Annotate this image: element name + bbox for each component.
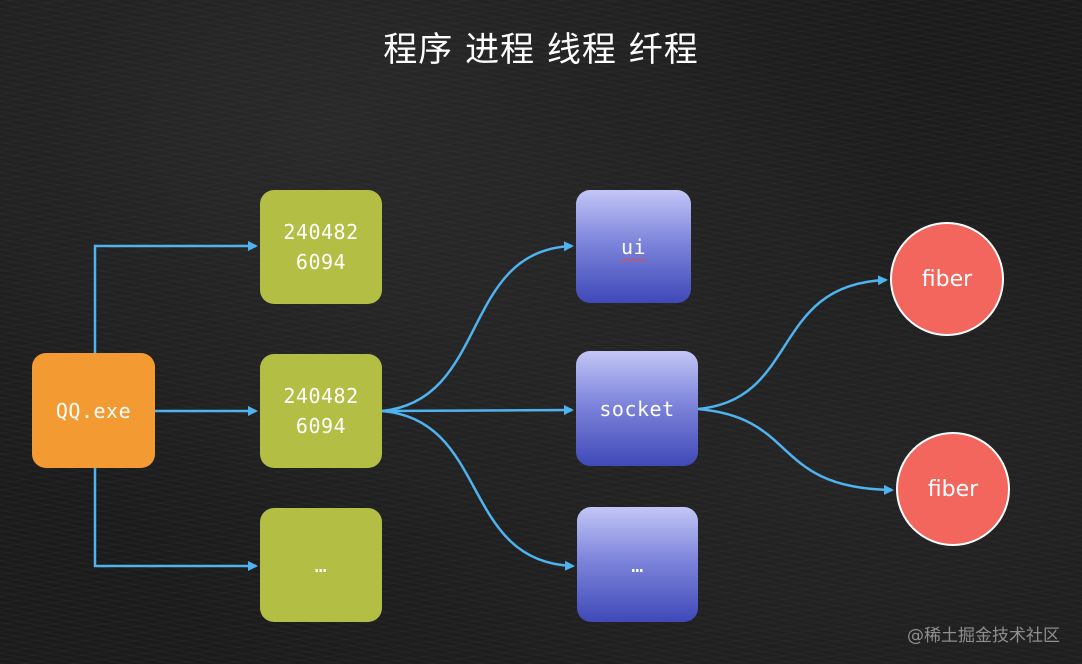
watermark: @稀土掘金技术社区 xyxy=(907,626,1060,646)
process-3-label-line1: … xyxy=(314,553,328,577)
program-node-qq-exe: QQ.exe xyxy=(32,353,155,468)
page-title: 程序 进程 线程 纤程 xyxy=(383,30,699,70)
process-1-label-line2: 6094 xyxy=(295,250,347,274)
process-node-1: 240482 6094 xyxy=(260,190,382,304)
process-1-label-line1: 240482 xyxy=(283,220,359,244)
arrow-program-to-process-3 xyxy=(93,468,258,571)
fiber-2-label: fiber xyxy=(927,476,979,502)
thread-node-ui: ui xyxy=(576,190,691,303)
process-node-3: … xyxy=(260,508,382,622)
fiber-node-1: fiber xyxy=(890,222,1004,336)
thread-node-3: … xyxy=(577,507,698,622)
process-2-label-line1: 240482 xyxy=(283,384,359,408)
thread-1-label: ui xyxy=(620,234,647,259)
arrow-thread-to-fiber-1 xyxy=(697,275,888,411)
fiber-node-2: fiber xyxy=(896,432,1010,546)
arrow-process-to-thread-3 xyxy=(381,409,575,571)
process-2-label-line2: 6094 xyxy=(295,414,347,438)
thread-2-label: socket xyxy=(599,396,675,421)
arrow-program-to-process-1 xyxy=(93,241,258,353)
arrow-thread-to-fiber-2 xyxy=(697,407,894,495)
thread-3-label: … xyxy=(631,552,644,577)
program-label: QQ.exe xyxy=(55,398,132,423)
arrow-process-to-thread-2 xyxy=(381,405,574,416)
fiber-1-label: fiber xyxy=(921,266,973,292)
thread-node-socket: socket xyxy=(576,351,698,466)
process-node-2: 240482 6094 xyxy=(260,354,382,468)
arrow-process-to-thread-1 xyxy=(381,241,574,413)
